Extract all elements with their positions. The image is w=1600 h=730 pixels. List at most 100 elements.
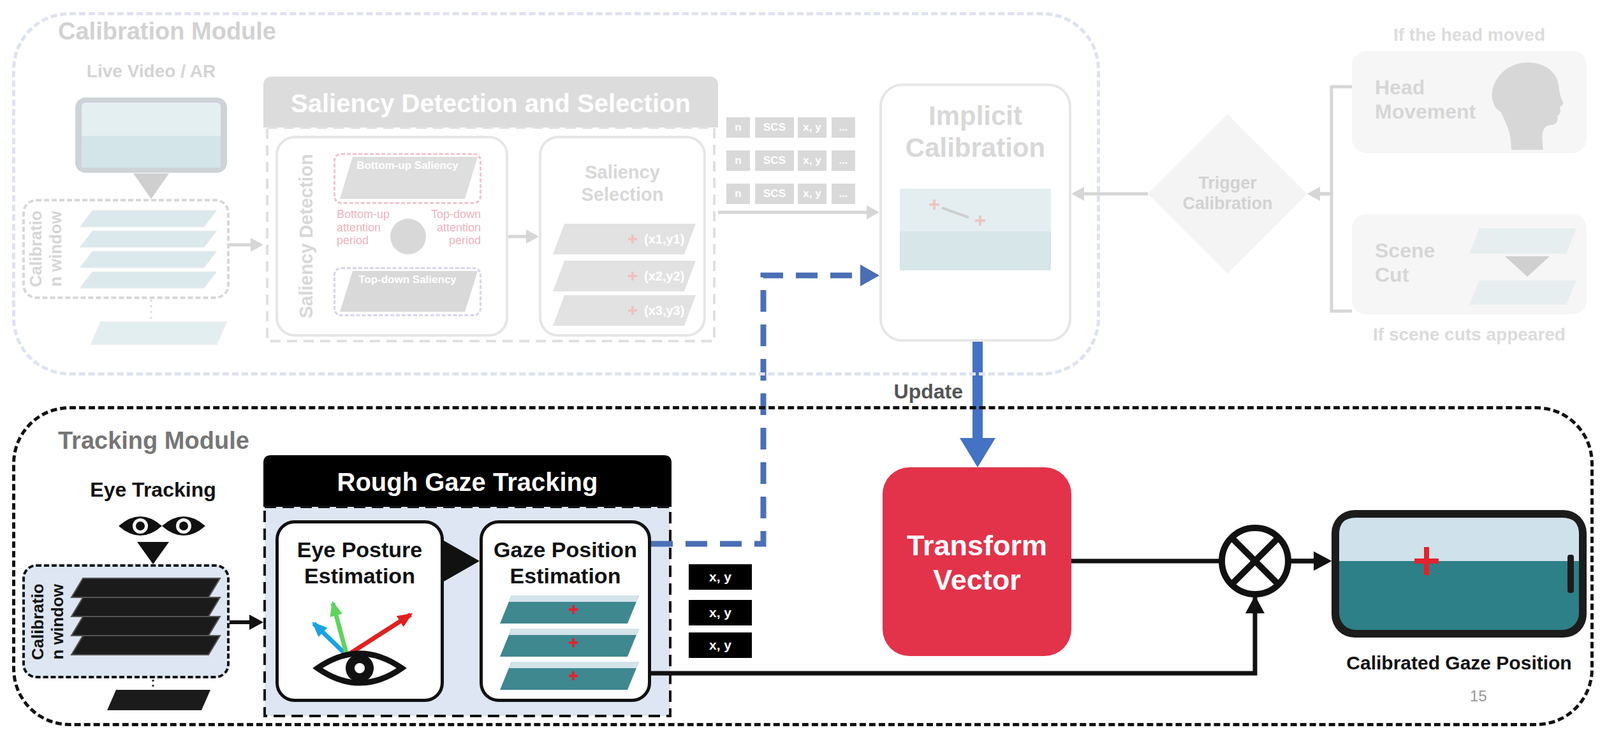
table-cell: SCS — [755, 150, 794, 171]
illustration-part — [354, 663, 365, 674]
window-box: Calibratio n window — [22, 564, 230, 679]
node-illustration — [1147, 114, 1308, 274]
decision-diamond: Trigger Calibration — [1147, 114, 1308, 274]
illustration-part — [79, 210, 217, 228]
header-bar — [263, 455, 672, 507]
node-label: Calibrated Gaze Position — [1318, 651, 1600, 675]
saliency-map: Top-down Saliency — [333, 267, 482, 317]
illustration-part — [346, 614, 411, 656]
table-cell: n — [726, 150, 750, 171]
illustration-part — [71, 578, 221, 598]
illustration-part — [568, 671, 578, 681]
connector-arrow — [1071, 186, 1148, 201]
illustration-part — [1339, 517, 1579, 562]
eye-source: Eye Tracking — [76, 475, 230, 543]
table-cell: x, y — [797, 150, 827, 171]
table-cell: x, y — [797, 117, 827, 138]
table-cell: ... — [831, 183, 856, 205]
illustration-part — [929, 199, 986, 226]
arrow-head — [1313, 551, 1332, 571]
illustration-part — [135, 521, 145, 531]
connector-arrow — [1307, 86, 1352, 201]
illustration-part — [941, 207, 969, 218]
illustration-part — [71, 635, 221, 655]
connector-arrow — [229, 614, 264, 631]
illustration-part — [568, 605, 578, 615]
illustration-part — [79, 230, 217, 248]
illustration-part — [1414, 558, 1439, 564]
node-label: Trigger Calibration — [1170, 172, 1285, 215]
arrow-head — [443, 540, 480, 582]
node-illustration — [1331, 510, 1587, 638]
edge-label: Update — [873, 379, 963, 404]
dotted-line — [150, 299, 153, 321]
node-label: Gaze Position Estimation — [482, 536, 648, 590]
coordinate-label: (x2,y2) — [644, 268, 685, 284]
illustration-part — [552, 223, 696, 255]
connector-arrow — [229, 237, 264, 252]
illustration-part — [71, 616, 221, 636]
connector-arrow — [718, 205, 880, 220]
illustration-part — [628, 234, 638, 316]
illustration-part — [317, 653, 402, 683]
node-label: Tracking Module — [58, 426, 250, 456]
table-cell: n — [726, 117, 750, 138]
window-box: Calibratio n window — [22, 198, 230, 300]
illustration-part — [81, 135, 221, 168]
process-box: Implicit Calibration — [879, 83, 1072, 342]
connector-line — [1320, 86, 1352, 194]
node-label: Scene Cut — [1374, 238, 1471, 288]
node-label: Calibration Module — [58, 17, 277, 47]
arrow-head — [1307, 186, 1321, 201]
arrow-head — [526, 229, 539, 244]
illustration-part — [899, 231, 1051, 271]
illustration-part — [118, 516, 162, 536]
arrow-head — [1071, 186, 1085, 201]
connector-arrow — [508, 229, 539, 244]
illustration-part — [552, 260, 696, 292]
node-label: Live Video / AR — [63, 60, 239, 83]
process-box: Transform Vector — [882, 467, 1072, 657]
illustration-part — [1504, 256, 1550, 277]
saliency-map: Bottom-up Saliency — [333, 153, 482, 205]
trigger-box: Scene CutIf scene cuts appeared — [1351, 214, 1587, 315]
illustration-part — [79, 251, 217, 268]
connector-arrow — [1307, 186, 1352, 312]
module-group: Tracking ModuleEye TrackingCalibratio n … — [12, 406, 1594, 727]
table-cell: SCS — [755, 117, 794, 138]
illustration-part — [75, 97, 228, 173]
illustration-part — [79, 271, 217, 289]
node-label: Bottom-up Saliency — [333, 159, 482, 173]
illustration-part — [499, 595, 639, 624]
node-label: Eye Posture Estimation — [278, 536, 441, 590]
module-group: Calibration ModuleLive Video / AR Calibra… — [12, 12, 1101, 376]
coordinate-label: (x1,y1) — [644, 231, 685, 247]
illustration-part — [179, 521, 189, 531]
page-number: 15 — [1469, 687, 1488, 706]
phone-display: Calibrated Gaze Position — [1331, 510, 1587, 638]
illustration-part — [552, 295, 696, 326]
illustration-part — [508, 661, 639, 669]
illustration-part — [81, 102, 221, 168]
connector-line — [718, 211, 867, 215]
table-cell: x, y — [797, 183, 827, 205]
illustration-part — [1331, 510, 1587, 638]
node-label: Head Movement — [1374, 75, 1485, 125]
connector-line — [229, 620, 250, 625]
dotted-line — [152, 679, 155, 689]
multiply-symbol — [1231, 537, 1279, 585]
coordinate-label: (x3,y3) — [644, 302, 685, 319]
table-cell: ... — [831, 117, 856, 138]
arrow-head — [860, 264, 880, 287]
illustration-part — [267, 127, 715, 342]
arrow-head — [1245, 595, 1265, 614]
annotation-label: Bottom-up attention period — [336, 207, 391, 248]
illustration-part — [71, 597, 221, 617]
node-label: Implicit Calibration — [879, 100, 1072, 165]
illustration-part — [390, 218, 426, 255]
connector-arrow — [137, 542, 169, 565]
node-label: Saliency Detection and Selection — [263, 88, 719, 119]
connector-line — [1320, 193, 1352, 312]
